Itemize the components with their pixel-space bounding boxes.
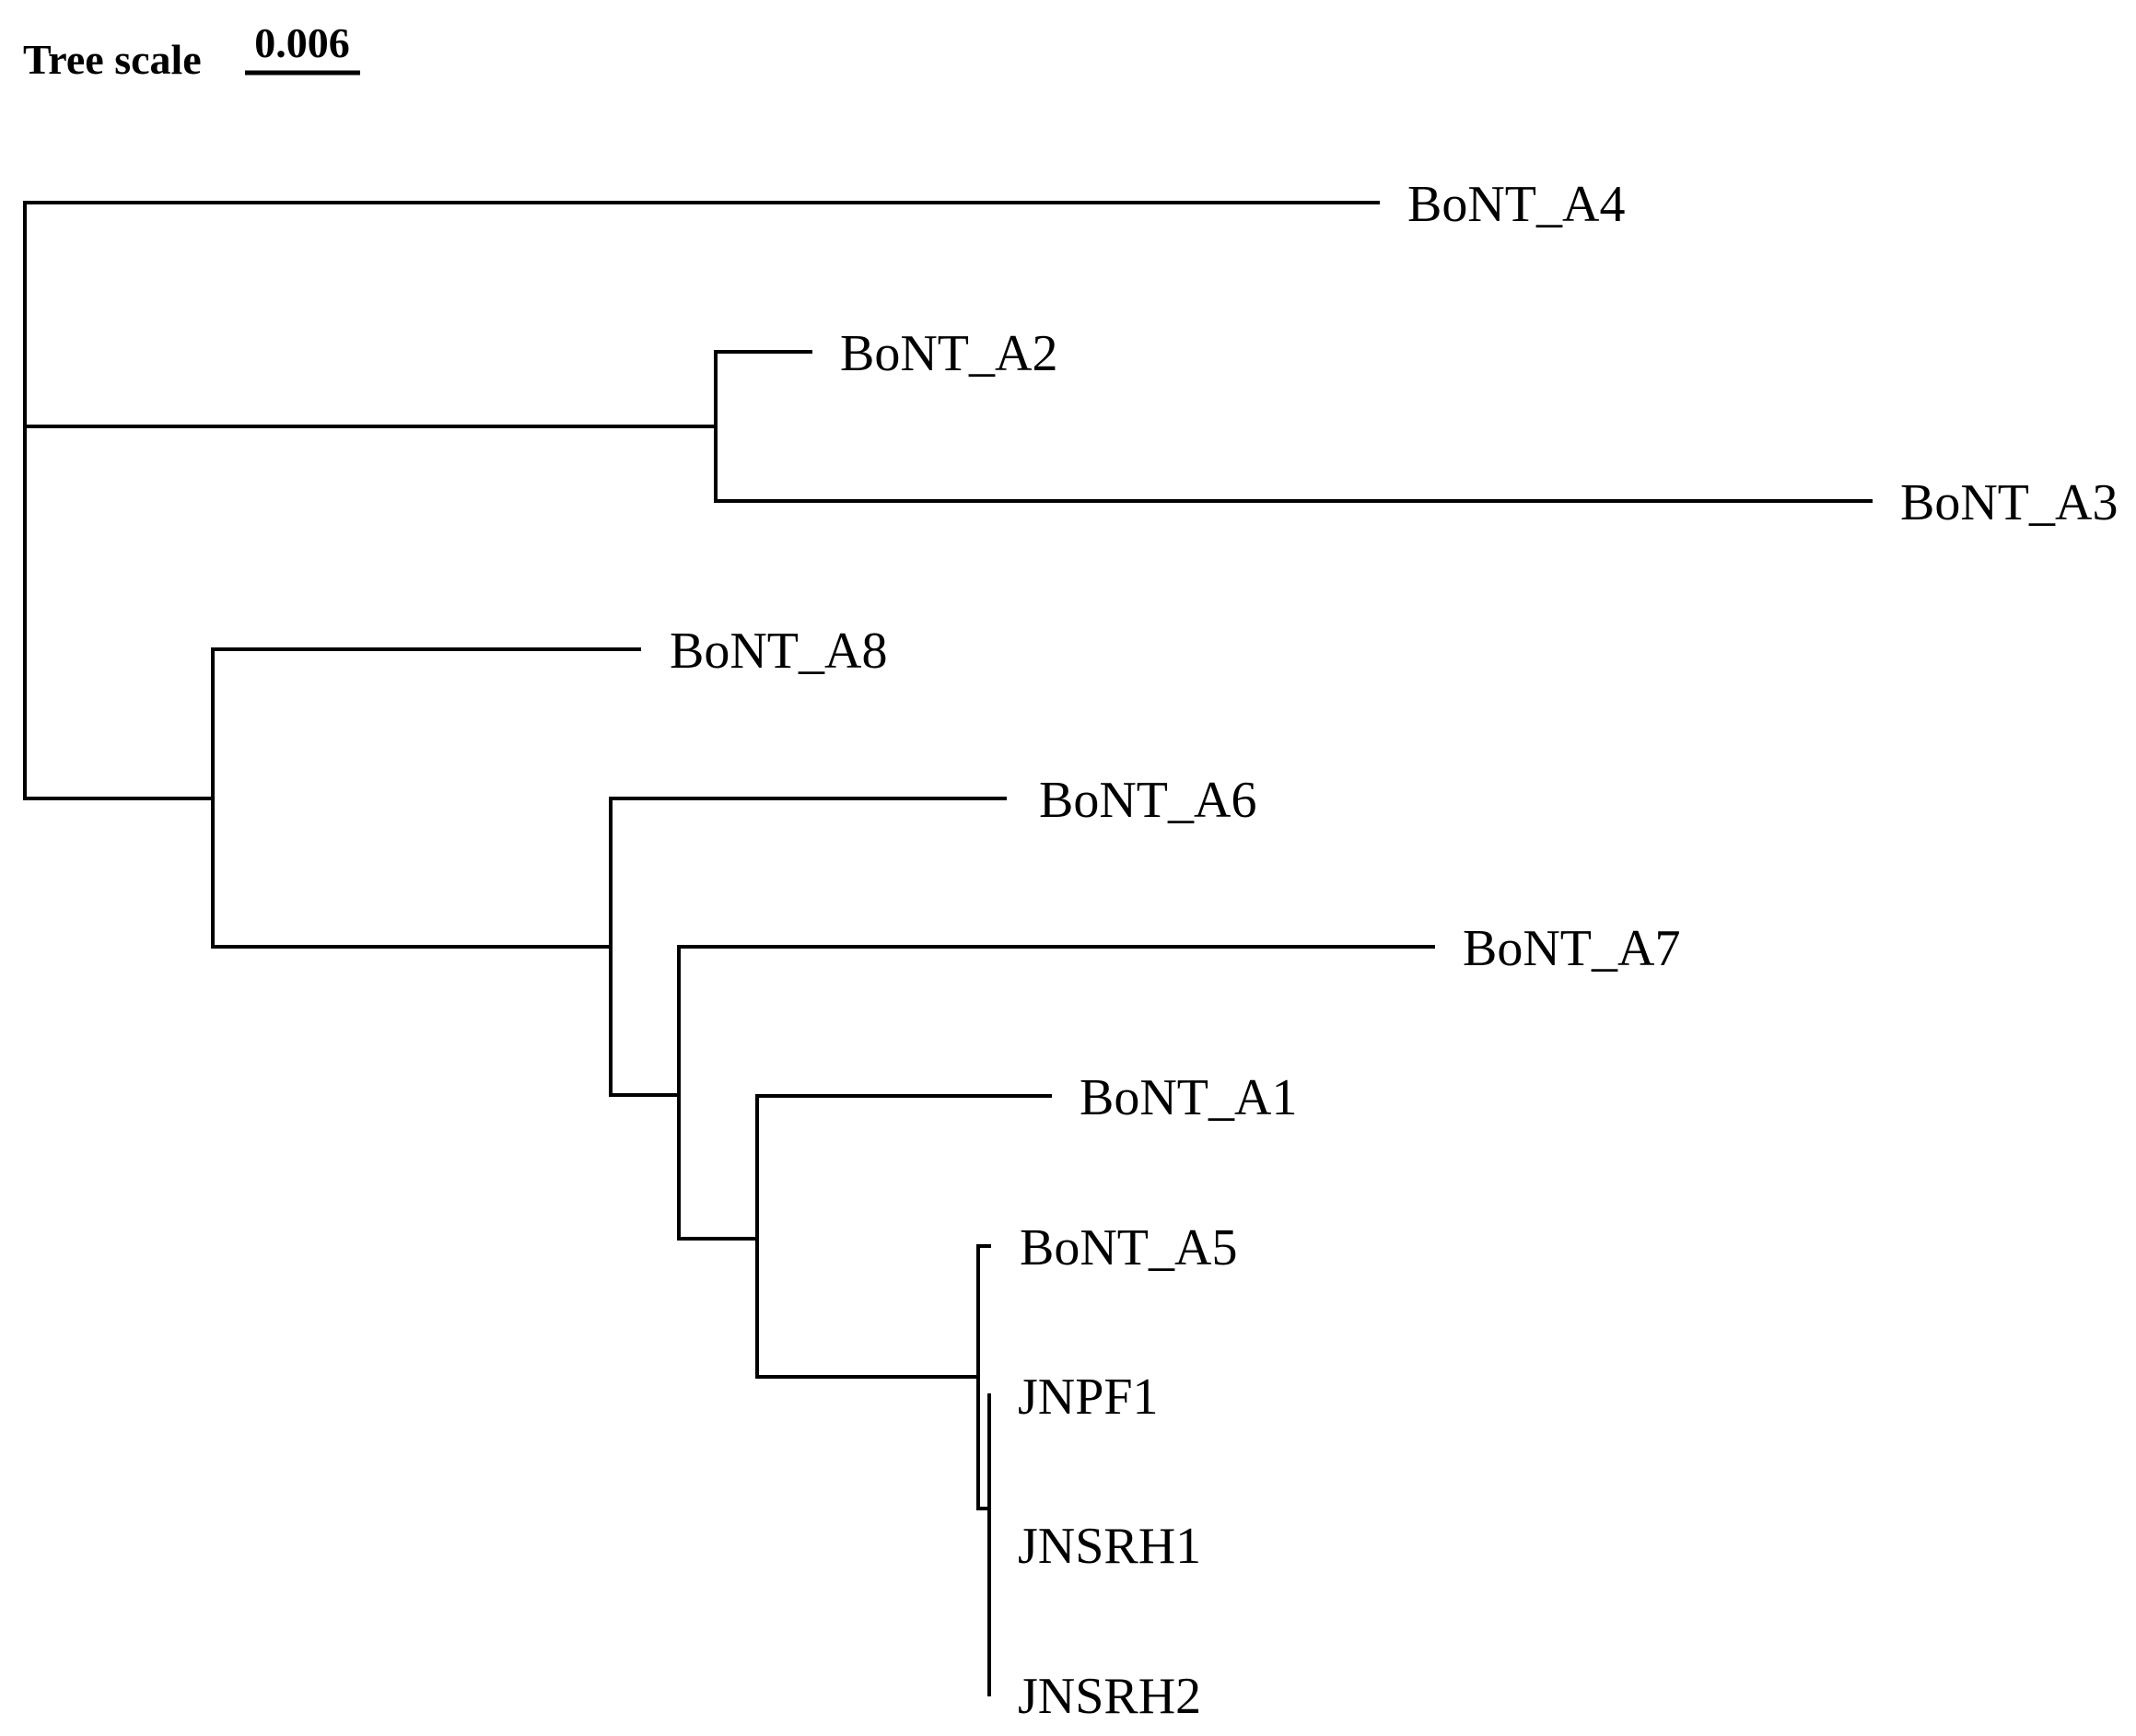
- tree-scale-title: Tree scale: [23, 36, 202, 83]
- leaf-label-a7: BoNT_A7: [1463, 920, 1680, 977]
- tree-scale-legend: Tree scale 0.006: [23, 19, 360, 83]
- tree-branches: [23, 201, 1873, 1696]
- leaf-label-a1: BoNT_A1: [1080, 1069, 1297, 1126]
- leaf-label-a2: BoNT_A2: [840, 325, 1057, 382]
- tree-scale-value: 0.006: [254, 19, 350, 66]
- leaf-label-a8: BoNT_A8: [670, 623, 887, 680]
- leaf-label-a4: BoNT_A4: [1407, 176, 1625, 233]
- leaf-label-a3: BoNT_A3: [1900, 474, 2118, 531]
- leaf-labels: BoNT_A4 BoNT_A2 BoNT_A3 BoNT_A8 BoNT_A6 …: [670, 176, 2118, 1725]
- leaf-label-jnsrh1: JNSRH1: [1018, 1518, 1201, 1575]
- leaf-label-jnpf1: JNPF1: [1018, 1369, 1159, 1426]
- leaf-label-jnsrh2: JNSRH2: [1018, 1668, 1201, 1725]
- leaf-label-a6: BoNT_A6: [1039, 772, 1256, 829]
- leaf-label-a5: BoNT_A5: [1020, 1219, 1237, 1276]
